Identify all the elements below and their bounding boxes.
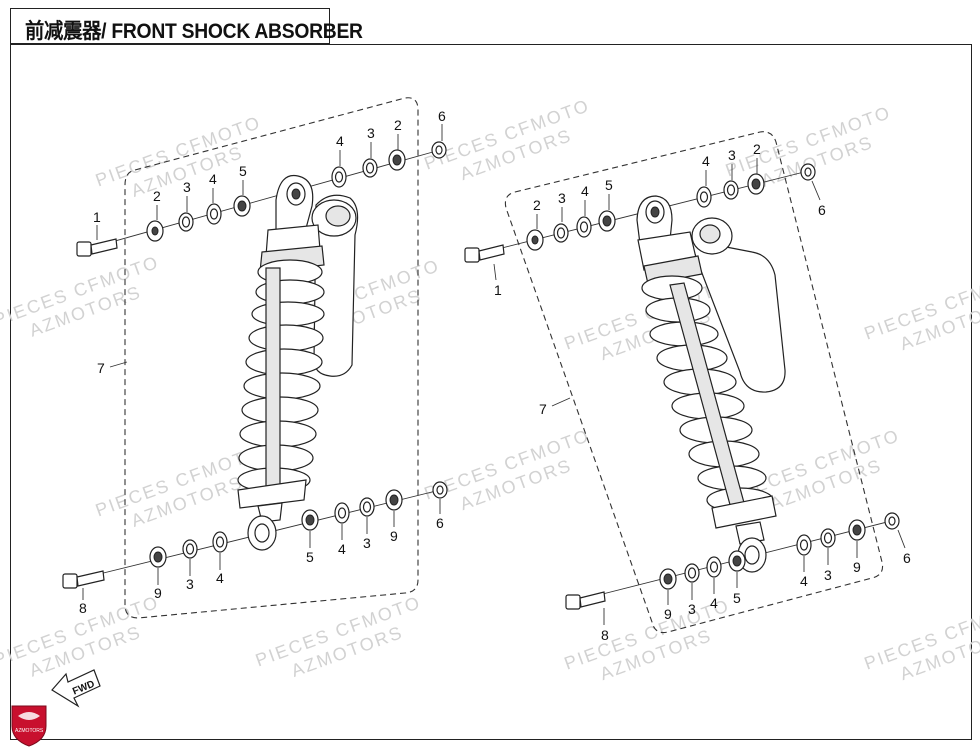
bushing-part-2b xyxy=(388,149,406,171)
spacer-part-5b xyxy=(301,509,319,531)
fwd-arrow-icon: FWD xyxy=(51,669,101,708)
bushing-part-9 xyxy=(149,546,167,568)
callout-3: 3 xyxy=(183,179,191,195)
washer-part-4 xyxy=(206,203,222,225)
nut-part-6b xyxy=(884,512,900,530)
title-box: 前减震器/ FRONT SHOCK ABSORBER xyxy=(10,8,363,44)
callout-4: 4 xyxy=(800,573,808,589)
callout-4: 4 xyxy=(581,183,589,199)
washer-part-3 xyxy=(553,223,569,243)
washer-part-4b xyxy=(331,166,347,188)
bolt-part-8 xyxy=(62,570,105,589)
callout-5: 5 xyxy=(239,163,247,179)
washer-part-3 xyxy=(178,212,194,232)
washer-part-3d xyxy=(820,528,836,548)
nut-part-6 xyxy=(800,163,816,181)
shock-body xyxy=(237,174,359,551)
callout-4: 4 xyxy=(216,570,224,586)
callout-8: 8 xyxy=(79,600,87,616)
bolt-part-1 xyxy=(464,244,505,263)
assembly-boundary xyxy=(504,131,884,634)
leader-lines-right xyxy=(493,158,906,625)
diagram-frame xyxy=(10,44,972,740)
shock-body xyxy=(636,195,786,573)
callout-4: 4 xyxy=(336,133,344,149)
callout-3: 3 xyxy=(363,535,371,551)
washer-part-3d xyxy=(359,497,375,517)
spacer-part-5 xyxy=(233,195,251,217)
bushing-part-9b xyxy=(848,519,866,541)
page-title: 前减震器/ FRONT SHOCK ABSORBER xyxy=(25,20,363,43)
callout-3: 3 xyxy=(558,190,566,206)
callout-4: 4 xyxy=(710,595,718,611)
left-shock-assembly: 1 2 3 4 5 4 3 2 6 7 8 9 3 4 5 4 3 9 6 xyxy=(62,97,448,619)
callout-5: 5 xyxy=(733,590,741,606)
callout-3: 3 xyxy=(728,147,736,163)
callout-5: 5 xyxy=(306,549,314,565)
callout-4: 4 xyxy=(702,153,710,169)
callout-7: 7 xyxy=(97,360,105,376)
nut-part-6b xyxy=(432,481,448,499)
callout-3: 3 xyxy=(367,125,375,141)
bushing-part-2b xyxy=(747,173,765,195)
callout-6: 6 xyxy=(438,108,446,124)
nut-part-6 xyxy=(431,141,447,159)
callout-3: 3 xyxy=(688,601,696,617)
callout-9: 9 xyxy=(664,606,672,622)
washer-part-4d xyxy=(796,534,812,556)
right-shock-assembly: 1 2 3 4 5 4 3 2 6 7 8 9 3 4 5 4 3 9 6 xyxy=(464,131,911,643)
callout-3: 3 xyxy=(186,576,194,592)
watermarks: PIECES CFMOTO AZMOTORS PIECES CFMOTO AZM… xyxy=(0,95,980,684)
washer-part-3c xyxy=(182,539,198,559)
callout-8: 8 xyxy=(601,627,609,643)
callout-6: 6 xyxy=(436,515,444,531)
callout-4: 4 xyxy=(209,171,217,187)
bolt-part-8 xyxy=(565,591,606,610)
coil-spring xyxy=(641,275,774,513)
spacer-part-5b xyxy=(728,550,746,572)
washer-part-4d xyxy=(334,502,350,524)
bushing-part-2 xyxy=(146,220,164,242)
washer-part-3b xyxy=(362,158,378,178)
washer-part-4b xyxy=(696,186,712,208)
azmotors-logo: AZMOTORS xyxy=(11,705,47,747)
bushing-part-9b xyxy=(385,489,403,511)
bushing-part-2 xyxy=(526,229,544,251)
callout-2: 2 xyxy=(533,197,541,213)
washer-part-3b xyxy=(723,180,739,200)
assembly-boundary xyxy=(124,97,419,619)
washer-part-4c xyxy=(212,531,228,553)
washer-part-4c xyxy=(706,556,722,578)
leader-lines-left xyxy=(82,124,443,600)
callout-4: 4 xyxy=(338,541,346,557)
washer-part-3c xyxy=(684,563,700,583)
callout-1: 1 xyxy=(93,209,101,225)
callout-6: 6 xyxy=(818,202,826,218)
logo-text: AZMOTORS xyxy=(15,728,44,734)
callout-9: 9 xyxy=(853,559,861,575)
callout-2: 2 xyxy=(394,117,402,133)
bolt-part-1 xyxy=(76,238,118,257)
bushing-part-9 xyxy=(659,568,677,590)
coil-spring xyxy=(237,259,325,493)
washer-part-4 xyxy=(576,216,592,238)
callout-2: 2 xyxy=(153,188,161,204)
callout-1: 1 xyxy=(494,282,502,298)
callout-9: 9 xyxy=(390,528,398,544)
callout-7: 7 xyxy=(539,401,547,417)
callout-2: 2 xyxy=(753,141,761,157)
callout-9: 9 xyxy=(154,585,162,601)
spacer-part-5 xyxy=(598,210,616,232)
callout-5: 5 xyxy=(605,177,613,193)
callout-6: 6 xyxy=(903,550,911,566)
callout-3: 3 xyxy=(824,567,832,583)
